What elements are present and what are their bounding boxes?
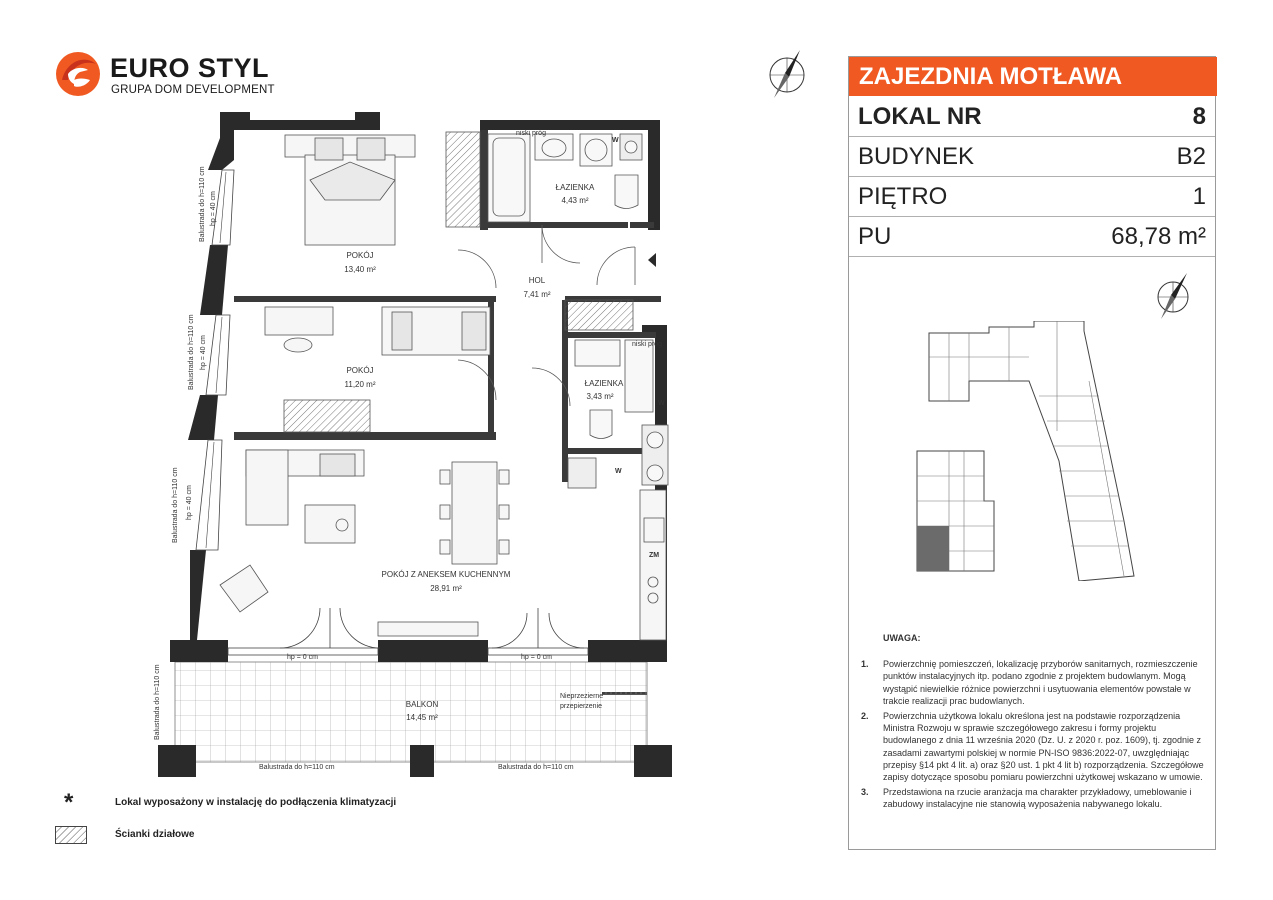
floor-plan-drawing: [158, 112, 672, 777]
room-label: POKÓJ: [346, 251, 374, 260]
info-key: PIĘTRO: [858, 183, 948, 210]
balustrade-label: Balustrada do h=110 cm: [188, 314, 195, 390]
note-number: 2.: [861, 711, 869, 722]
balustrade-label: Balustrada do h=110 cm: [259, 764, 335, 771]
euro-styl-logo-icon: [56, 52, 100, 96]
compass-north-icon: [769, 50, 805, 98]
washer-label: W: [658, 400, 665, 407]
info-key: LOKAL NR: [858, 103, 982, 130]
partition-label: przepierzenie: [560, 703, 603, 710]
info-row-floor: PIĘTRO 1: [849, 177, 1215, 217]
info-value: 1: [1192, 183, 1206, 210]
window-height-label: hp = 40 cm: [186, 485, 193, 520]
compass-north-icon: [1157, 273, 1189, 319]
entrance-arrow-icon: [648, 253, 656, 267]
info-value: B2: [1176, 143, 1206, 170]
threshold-label: hp = 0 cm: [287, 654, 318, 661]
note-number: 1.: [861, 659, 869, 670]
room-label: POKÓJ: [346, 366, 374, 375]
note-item: 1. Powierzchnię pomieszczeń, lokalizację…: [859, 658, 1204, 707]
note-text: Powierzchnię pomieszczeń, lokalizację pr…: [883, 659, 1198, 706]
info-key: PU: [858, 223, 892, 250]
hatch-icon: [55, 826, 87, 844]
info-value: 8: [1192, 103, 1206, 130]
room-label: ŁAZIENKA: [555, 183, 595, 192]
brand-name: EURO STYL: [110, 53, 270, 83]
threshold-label: hp = 0 cm: [521, 654, 552, 661]
brand-logo: EURO STYL GRUPA DOM DEVELOPMENT: [54, 50, 284, 102]
window-height-label: hp = 40 cm: [200, 335, 207, 370]
room-area: 14,45 m²: [406, 713, 438, 722]
washer-label: W: [615, 468, 622, 475]
info-value: 68,78 m²: [1111, 223, 1206, 250]
note-text: Powierzchnia użytkowa lokalu określona j…: [883, 711, 1204, 783]
unit-location-highlight: [917, 526, 949, 571]
fridge-label: ZM: [649, 552, 660, 559]
threshold-note: niski próg: [632, 341, 662, 348]
balustrade-label: Balustrada do h=110 cm: [498, 764, 574, 771]
info-row-area: PU 68,78 m²: [849, 217, 1215, 257]
project-title: ZAJEZDNIA MOTŁAWA: [849, 57, 1217, 96]
room-label: HOL: [528, 276, 546, 285]
room-area: 3,43 m²: [586, 392, 614, 401]
washer-label: W: [612, 137, 619, 144]
room-area: 11,20 m²: [344, 380, 376, 389]
brand-subtitle: GRUPA DOM DEVELOPMENT: [111, 84, 275, 96]
info-row-unit: LOKAL NR 8: [849, 97, 1215, 137]
room-area: 7,41 m²: [523, 290, 551, 299]
balustrade-label: Balustrada do h=110 cm: [172, 467, 179, 543]
building-key-plan: [916, 321, 1135, 581]
balustrade-label: Balustrada do h=110 cm: [154, 664, 161, 740]
note-text: Przedstawiona na rzucie aranżacja ma cha…: [883, 787, 1192, 810]
notes-section: UWAGA: 1. Powierzchnię pomieszczeń, loka…: [859, 632, 1204, 814]
note-item: 3. Przedstawiona na rzucie aranżacja ma …: [859, 786, 1204, 810]
room-area: 13,40 m²: [344, 265, 376, 274]
legend-text: Lokal wyposażony w instalację do podłącz…: [115, 797, 397, 808]
legend-text: Ścianki działowe: [115, 829, 195, 840]
notes-title: UWAGA:: [883, 633, 921, 643]
asterisk-icon: *: [64, 789, 74, 816]
room-label: ŁAZIENKA: [584, 379, 624, 388]
balustrade-label: Balustrada do h=110 cm: [199, 166, 206, 242]
note-number: 3.: [861, 787, 869, 798]
window-height-label: hp = 40 cm: [210, 191, 217, 226]
info-key: BUDYNEK: [858, 143, 975, 170]
room-label: BALKON: [405, 700, 439, 709]
room-label: POKÓJ Z ANEKSEM KUCHENNYM: [381, 570, 511, 579]
floor-plan: POKÓJ 13,40 m² ŁAZIENKA 4,43 m² HOL 7,41…: [150, 100, 695, 785]
partition-label: Nieprzezierne: [560, 693, 604, 700]
threshold-note: niski próg: [516, 130, 546, 137]
info-panel: ZAJEZDNIA MOTŁAWA LOKAL NR 8 BUDYNEK B2 …: [848, 56, 1217, 850]
info-row-building: BUDYNEK B2: [849, 137, 1215, 177]
room-area: 28,91 m²: [430, 584, 462, 593]
note-item: 2. Powierzchnia użytkowa lokalu określon…: [859, 710, 1204, 783]
room-area: 4,43 m²: [561, 196, 589, 205]
